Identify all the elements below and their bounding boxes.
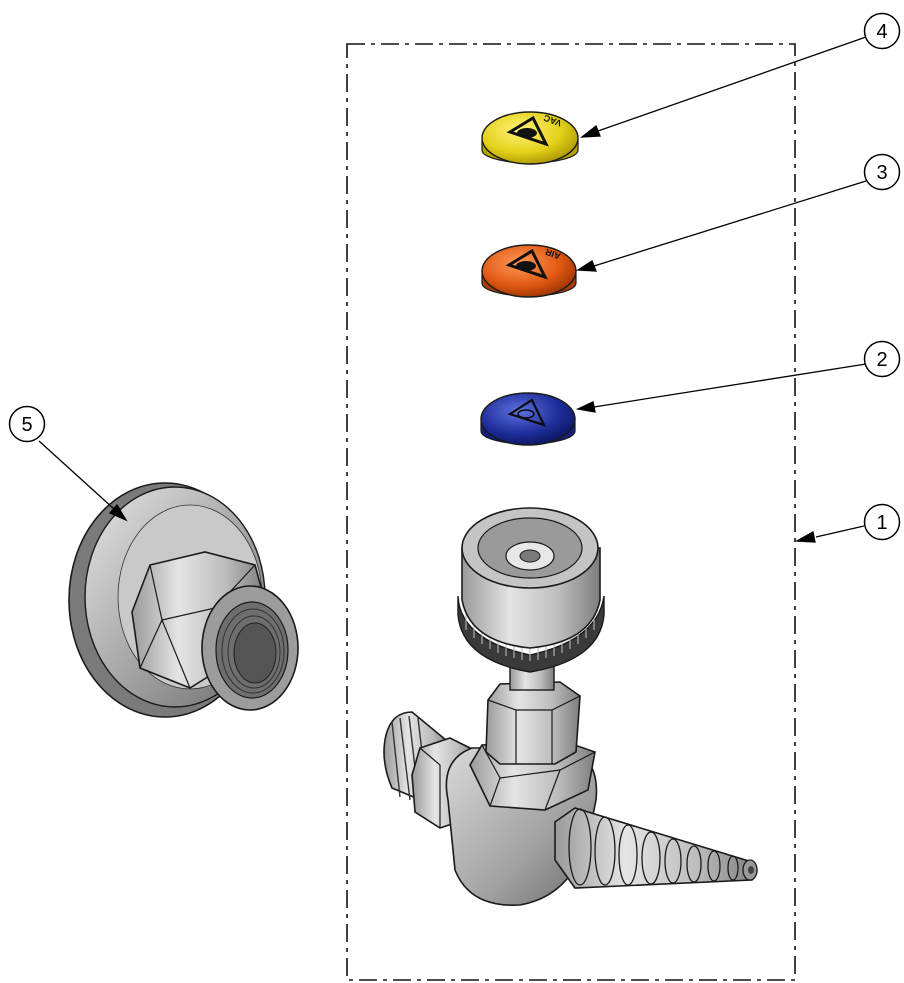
svg-text:4: 4 [876,21,887,43]
svg-text:5: 5 [21,414,32,436]
svg-text:3: 3 [876,162,887,184]
assembly-boundary [346,43,796,981]
flange-nut-part [68,482,299,718]
svg-text:2: 2 [876,349,887,371]
vac-cap: VAC [481,111,579,165]
balloon-4: 4 [863,12,901,50]
balloon-2: 2 [863,340,901,378]
leader-lines [38,36,867,543]
svg-text:1: 1 [876,512,887,534]
balloon-5: 5 [8,405,46,443]
gas-cap [480,392,576,446]
balloon-3: 3 [863,153,901,191]
valve-assembly [383,507,758,906]
air-cap: AIR [481,244,577,298]
balloon-1: 1 [863,503,901,541]
